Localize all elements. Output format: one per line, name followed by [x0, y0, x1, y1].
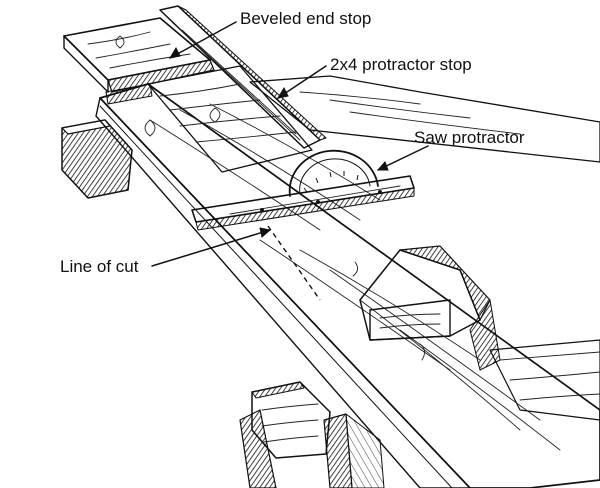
label-saw-protractor: Saw protractor [414, 128, 525, 147]
left-support-block [61, 119, 133, 199]
cut-line [267, 225, 321, 301]
upper-board-segment [147, 65, 313, 173]
saw-protractor [191, 149, 415, 231]
label-beveled-end-stop: Beveled end stop [240, 9, 371, 28]
leader-arrows [151, 21, 429, 267]
label-line-of-cut: Line of cut [60, 257, 139, 276]
beveled-end-stop [105, 59, 215, 105]
lower-background-plank [489, 339, 600, 421]
label-protractor-stop: 2x4 protractor stop [330, 55, 472, 74]
sawhorse [239, 381, 385, 488]
